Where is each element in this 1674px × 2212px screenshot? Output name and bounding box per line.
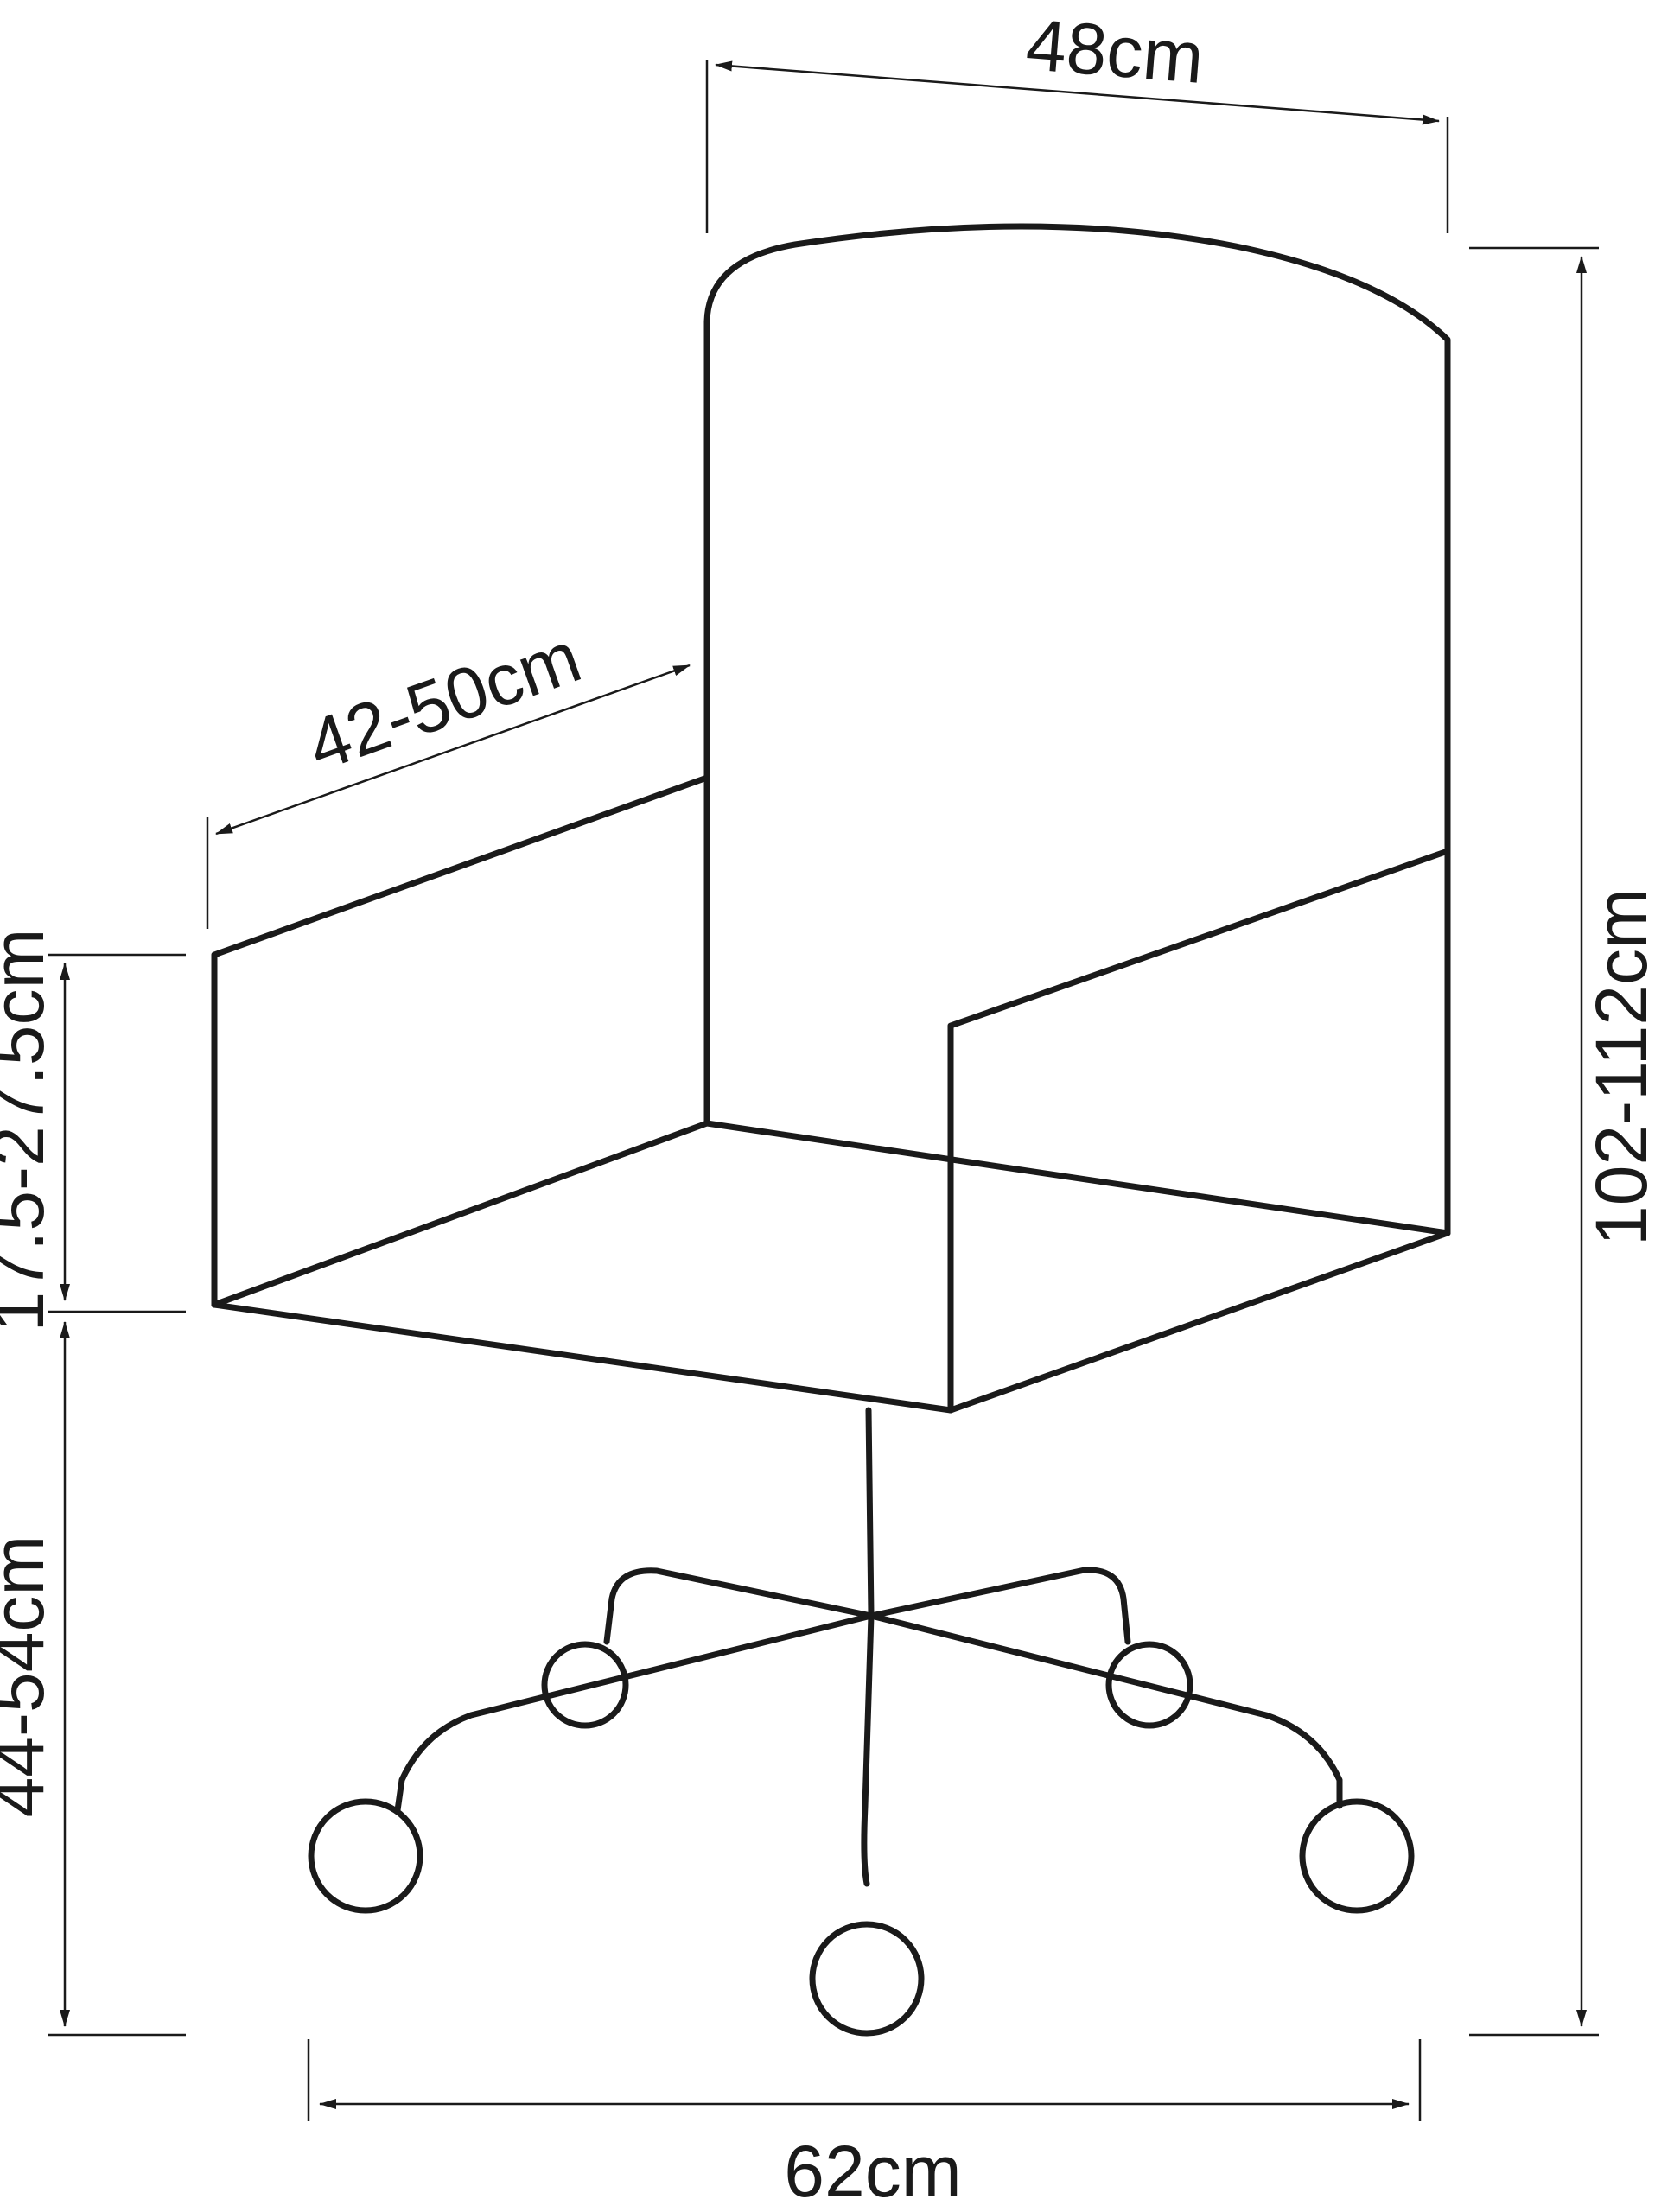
chair-caster-right-back	[1105, 1641, 1193, 1729]
label-seat-depth: 42-50cm	[297, 615, 590, 786]
dim-seat-depth-arrow	[215, 664, 691, 836]
chair-seat-front-edge	[211, 1301, 954, 1414]
label-base-width: 62cm	[784, 2131, 961, 2212]
label-total-height: 102-112cm	[1581, 888, 1662, 1246]
chair-right-armrest	[947, 848, 1451, 1414]
chair-seat-left-edge	[211, 1120, 710, 1308]
dimension-lines	[48, 60, 1599, 2121]
label-seat-height: 44-54cm	[0, 1535, 59, 1818]
chair-drawing	[211, 223, 1451, 2037]
chair-caster-left-front	[308, 1798, 423, 1914]
chair-seat-back-edge	[703, 1120, 1451, 1236]
chair-base-leg-left-back	[603, 1567, 875, 1645]
chair-caster-right-front	[1299, 1798, 1415, 1914]
chair-seat-right-edge	[947, 1230, 1451, 1414]
chair-gas-lift	[861, 1407, 875, 1887]
chair-left-armrest	[211, 774, 710, 1308]
chair-base-leg-left-front	[394, 1612, 875, 1814]
chair-backrest	[703, 223, 1451, 1236]
label-armrest-height: 17.5-27.5cm	[0, 929, 59, 1332]
chair-base-leg-right-front	[868, 1612, 1343, 1809]
dim-top-width-arrow	[715, 60, 1440, 125]
label-top-width: 48cm	[1023, 3, 1206, 99]
chair-base-leg-right-back	[868, 1567, 1131, 1645]
chair-caster-left-back	[541, 1641, 629, 1729]
dimension-labels: 48cm 42-50cm 17.5-27.5cm 44-54cm 102-112…	[0, 3, 1662, 2212]
chair-caster-center	[809, 1921, 925, 2037]
